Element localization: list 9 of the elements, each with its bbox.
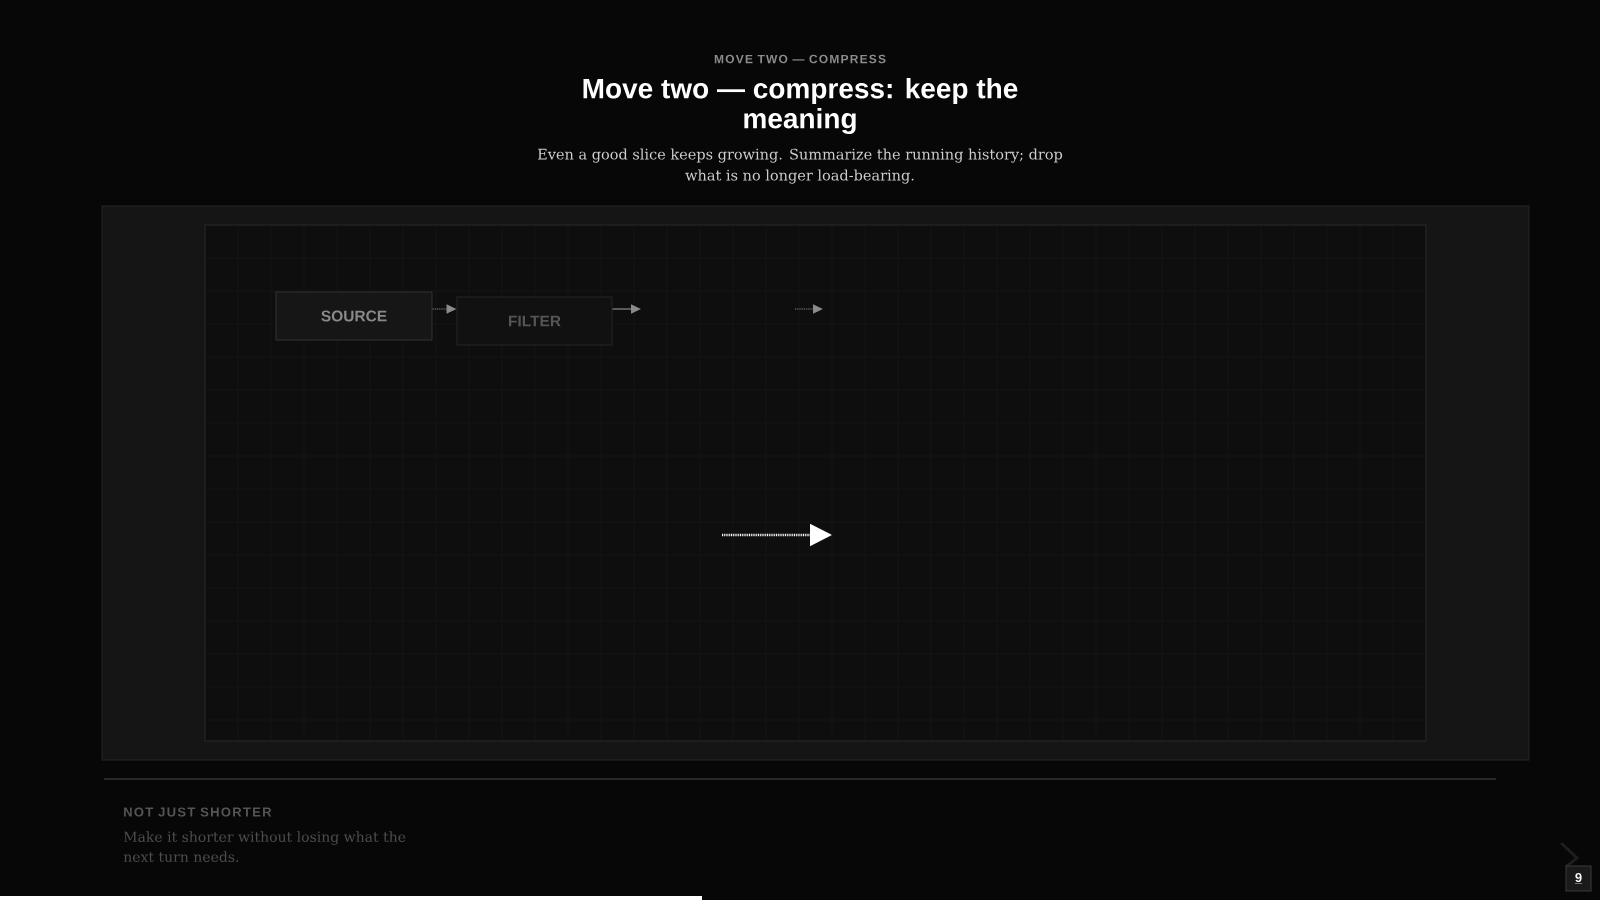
title: Move two — compress: keep the meaning bbox=[583, 77, 1018, 135]
note-text: Make it shorter without losing what the next turn needs. bbox=[123, 831, 406, 863]
section-label: MOVE TWO — COMPRESS bbox=[714, 54, 886, 64]
note-heading: NOT JUST SHORTER bbox=[124, 807, 272, 817]
arrow bbox=[611, 304, 641, 314]
subtitle: Even a good slice keeps growing. Summarize the running history; drop what is no longer load-bearing. bbox=[537, 148, 1063, 184]
process-box: FILTER bbox=[456, 296, 613, 346]
page-number: 9 bbox=[1565, 865, 1592, 892]
process-box: SOURCE bbox=[275, 291, 433, 341]
